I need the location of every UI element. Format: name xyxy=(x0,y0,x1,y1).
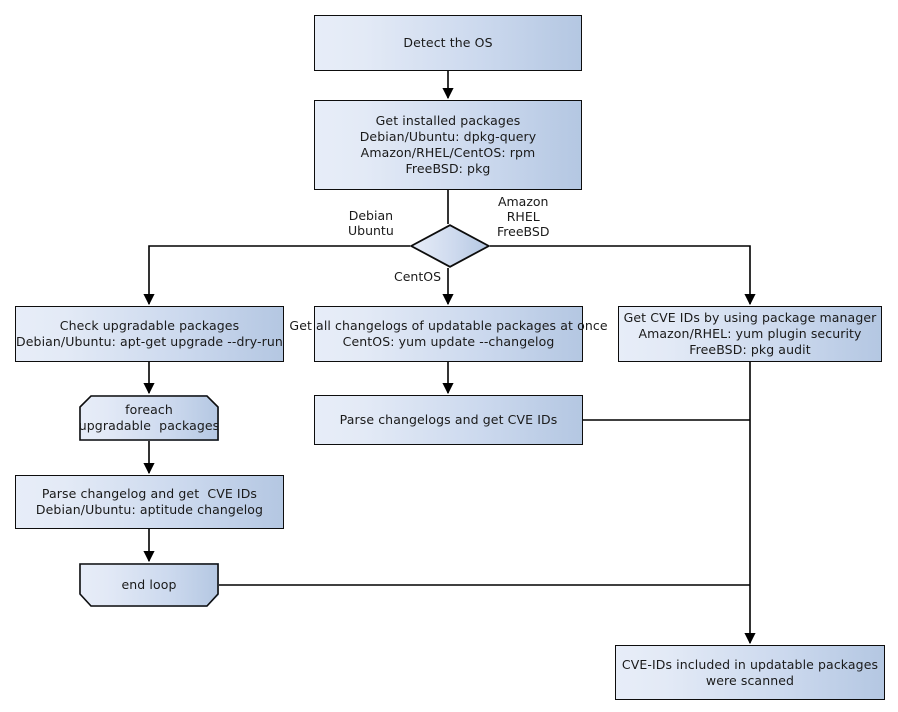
node-foreach-loop-start-label: foreach upgradable packages xyxy=(79,395,219,441)
node-check-upgradable-packages-label: Check upgradable packages Debian/Ubuntu:… xyxy=(16,318,283,349)
node-os-decision[interactable] xyxy=(409,224,491,268)
node-get-cve-ids-package-manager-label: Get CVE IDs by using package manager Ama… xyxy=(623,310,877,357)
node-parse-changelogs-centos[interactable]: Parse changelogs and get CVE IDs xyxy=(314,395,583,445)
edge-label-amazon-rhel-freebsd: Amazon RHEL FreeBSD xyxy=(497,194,550,239)
node-get-installed-packages-label: Get installed packages Debian/Ubuntu: dp… xyxy=(359,113,537,176)
foreach-loop-start-fill xyxy=(79,395,219,441)
node-detect-os-label: Detect the OS xyxy=(403,35,493,50)
node-end-loop[interactable]: end loop xyxy=(79,563,219,607)
node-parse-changelogs-centos-label: Parse changelogs and get CVE IDs xyxy=(339,412,558,427)
edge-label-debian-ubuntu: Debian Ubuntu xyxy=(348,208,394,238)
edge-decision-to-package-manager xyxy=(490,245,756,306)
node-get-installed-packages[interactable]: Get installed packages Debian/Ubuntu: dp… xyxy=(314,100,582,190)
node-scan-complete[interactable]: CVE-IDs included in updatable packages w… xyxy=(615,645,885,700)
node-parse-changelog-debian[interactable]: Parse changelog and get CVE IDs Debian/U… xyxy=(15,475,284,529)
end-loop-text: end loop xyxy=(121,577,177,592)
node-detect-os[interactable]: Detect the OS xyxy=(314,15,582,71)
node-scan-complete-label: CVE-IDs included in updatable packages w… xyxy=(621,656,879,688)
node-get-all-changelogs-label: Get all changelogs of updatable packages… xyxy=(289,318,608,349)
edge-label-centos: CentOS xyxy=(394,269,442,284)
node-end-loop-label: end loop xyxy=(79,563,219,607)
end-loop-outline xyxy=(79,563,219,607)
node-get-cve-ids-package-manager[interactable]: Get CVE IDs by using package manager Ama… xyxy=(618,306,882,362)
node-get-all-changelogs[interactable]: Get all changelogs of updatable packages… xyxy=(289,306,608,362)
foreach-loop-start-outline xyxy=(79,395,219,441)
decision-diamond-shape xyxy=(409,224,491,268)
node-parse-changelog-debian-label: Parse changelog and get CVE IDs Debian/U… xyxy=(35,486,264,517)
edge-decision-to-check-upgradable xyxy=(143,245,410,306)
foreach-text: foreach upgradable packages xyxy=(78,402,220,433)
node-foreach-loop-start[interactable]: foreach upgradable packages xyxy=(79,395,219,441)
end-loop-fill xyxy=(79,563,219,607)
node-check-upgradable-packages[interactable]: Check upgradable packages Debian/Ubuntu:… xyxy=(15,306,284,362)
